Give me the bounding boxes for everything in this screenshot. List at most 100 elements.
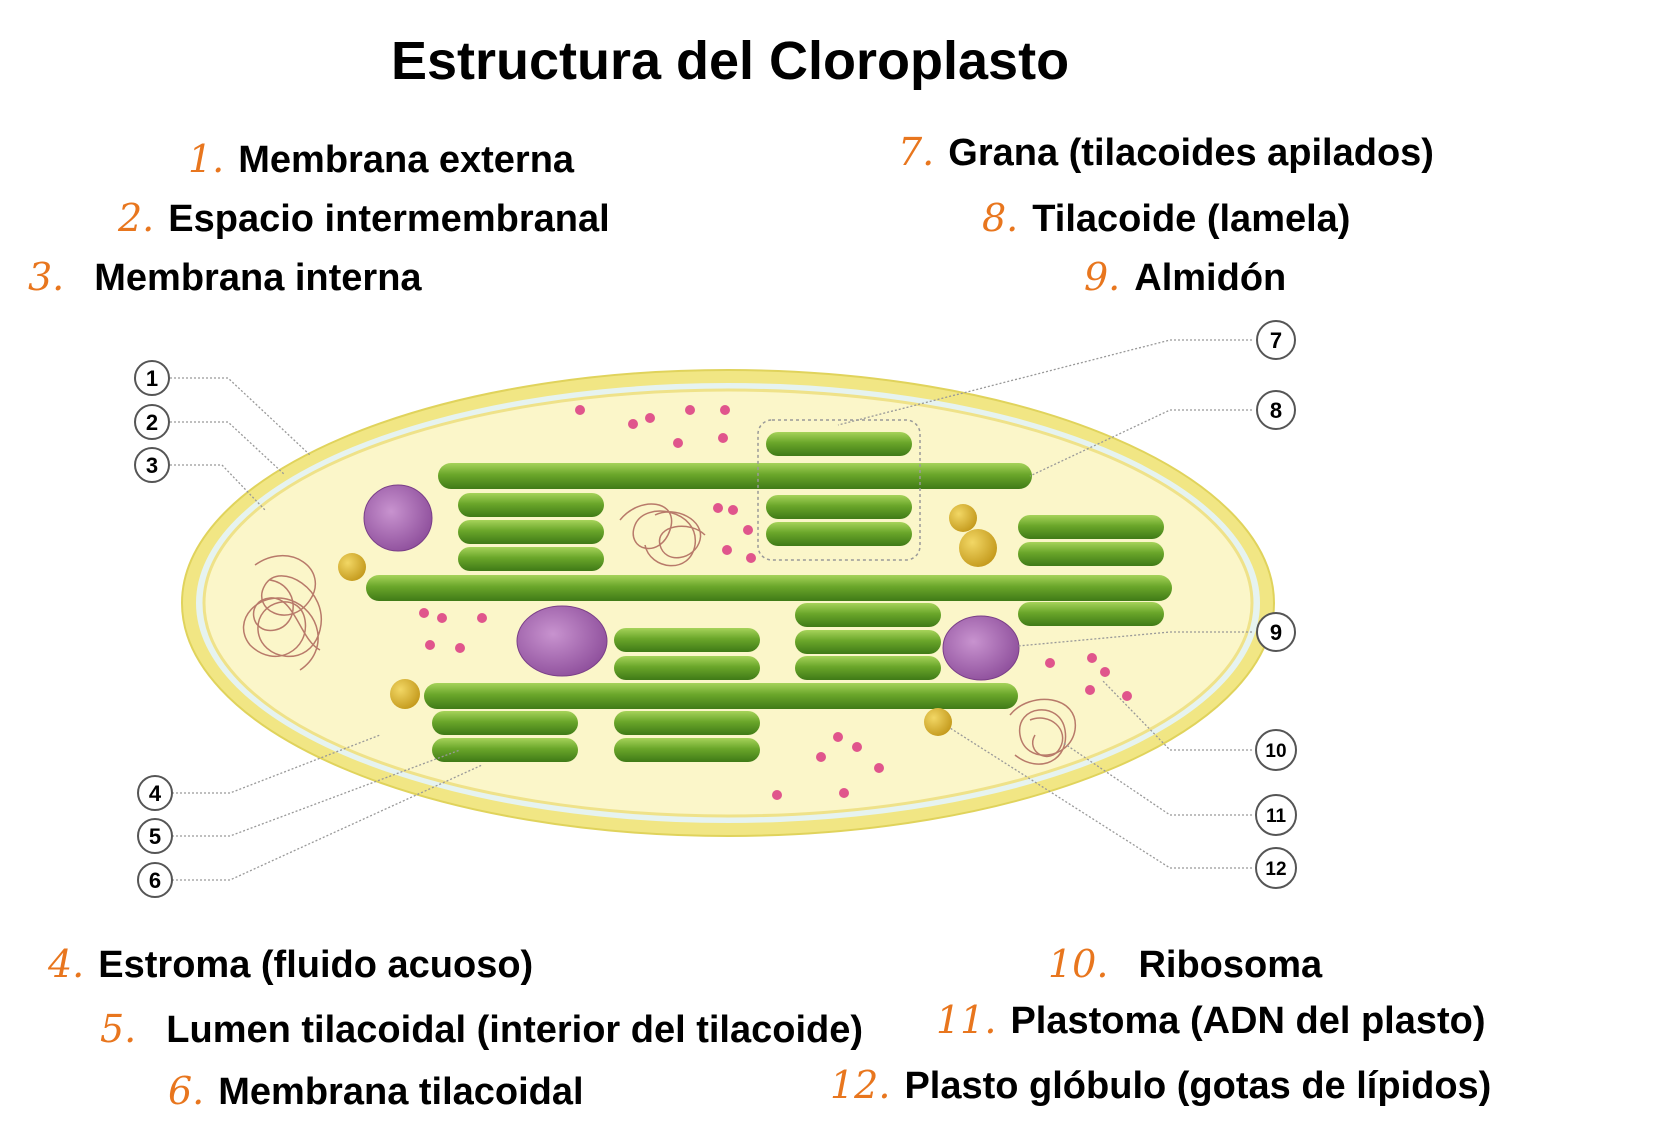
leader-line-6: [172, 764, 483, 881]
legend-number: 12.: [830, 1063, 891, 1107]
callout-4: 4: [137, 775, 173, 811]
legend-number: 2.: [118, 196, 155, 240]
ribosome: [455, 643, 465, 653]
plastoglobule: [924, 708, 952, 736]
thylakoid-disk: [766, 432, 912, 456]
callout-label: 11: [1266, 806, 1287, 827]
callout-5: 5: [137, 818, 173, 854]
starch-grain: [942, 615, 1020, 681]
callout-label: 9: [1270, 620, 1282, 645]
ribosome: [437, 613, 447, 623]
granum: [1018, 515, 1164, 626]
page-title: Estructura del Cloroplasto: [390, 31, 1070, 91]
ribosome: [685, 405, 695, 415]
thylakoid-disk: [766, 522, 912, 546]
ribosome: [628, 419, 638, 429]
ribosome: [746, 553, 756, 563]
ribosome: [1087, 653, 1097, 663]
thylakoid-disk: [458, 493, 604, 517]
thylakoid-disk: [614, 656, 760, 680]
thylakoid-disk: [795, 656, 941, 680]
plastome-strand: [253, 579, 321, 651]
granum: [432, 711, 578, 762]
ribosome: [419, 608, 429, 618]
ribosome: [722, 545, 732, 555]
legend-number: 3.: [28, 255, 65, 299]
leader-line-5: [172, 749, 461, 837]
ribosome: [839, 788, 849, 798]
callout-label: 3: [146, 453, 158, 478]
callout-label: 4: [149, 781, 162, 806]
ribosome: [852, 742, 862, 752]
ribosome: [743, 525, 753, 535]
thylakoid-disk: [614, 738, 760, 762]
ribosome: [425, 640, 435, 650]
plastome: [242, 503, 1076, 765]
legend-label: Plastoma (ADN del plasto): [1010, 1000, 1486, 1042]
thylakoid-disk: [1018, 602, 1164, 626]
granum-outline: [757, 419, 921, 561]
plastome-strand: [654, 511, 706, 559]
callout-label: 2: [146, 410, 158, 435]
legend-number: 4.: [48, 942, 85, 986]
callout-2: 2: [134, 404, 170, 440]
legend-item-6: 6. Membrana tilacoidal: [168, 1072, 584, 1111]
thylakoid-lamella: [424, 683, 1018, 709]
callout-label: 1: [146, 366, 158, 391]
plastome-strand: [1009, 698, 1076, 765]
ribosome: [575, 405, 585, 415]
thylakoid-disk: [458, 547, 604, 571]
legend-item-3: 3. Membrana interna: [28, 258, 422, 297]
plastome-strand: [1029, 717, 1064, 758]
starch-grain: [363, 484, 433, 552]
legend-item-2: 2. Espacio intermembranal: [118, 199, 610, 238]
legend-item-9: 9.Almidón: [1084, 258, 1286, 297]
legend-number: 6.: [168, 1069, 205, 1113]
leader-line-7: [837, 339, 1252, 426]
leader-lines: [170, 339, 1252, 881]
ribosome: [718, 433, 728, 443]
leader-line-1: [170, 377, 311, 456]
thylakoid-lamella: [366, 575, 1172, 601]
thylakoid-disk: [1018, 515, 1164, 539]
thylakoid-disk: [795, 630, 941, 654]
legend-item-8: 8.Tilacoide (lamela): [982, 199, 1350, 238]
granum: [614, 628, 760, 762]
leader-line-2: [170, 421, 286, 476]
legend-item-4: 4.Estroma (fluido acuoso): [48, 945, 533, 984]
callout-label: 12: [1265, 859, 1286, 880]
ribosome: [874, 763, 884, 773]
ribosome: [1045, 658, 1055, 668]
thylakoid-disk: [614, 628, 760, 652]
thylakoids: [366, 419, 1172, 762]
leader-line-9: [1017, 631, 1252, 647]
thylakoid-disk: [766, 495, 912, 519]
granum: [757, 419, 921, 561]
legend-label: Membrana tilacoidal: [218, 1071, 584, 1113]
callout-6: 6: [137, 862, 173, 898]
legend-label: Almidón: [1134, 257, 1287, 299]
callout-label: 6: [149, 868, 161, 893]
ribosome: [728, 505, 738, 515]
starch-grains: [363, 484, 1020, 681]
legend-item-10: 10. Ribosoma: [1048, 945, 1322, 984]
callout-7: 7: [1256, 320, 1296, 360]
legend-label: Espacio intermembranal: [168, 198, 610, 240]
legend-label: Lumen tilacoidal (interior del tilacoide…: [166, 1009, 864, 1051]
plastoglobule: [390, 679, 420, 709]
legend-label: Membrana interna: [94, 257, 422, 299]
callout-9: 9: [1256, 612, 1296, 652]
callout-1: 1: [134, 360, 170, 396]
thylakoid-lamella: [438, 463, 1032, 489]
ribosome: [1122, 691, 1132, 701]
legend-label: Ribosoma: [1138, 944, 1323, 986]
legend-number: 10.: [1048, 942, 1109, 986]
legend-number: 11.: [936, 998, 997, 1042]
legend-label: Plasto glóbulo (gotas de lípidos): [904, 1065, 1492, 1107]
ribosome: [1100, 667, 1110, 677]
callout-12: 12: [1255, 847, 1297, 889]
granum: [458, 493, 604, 571]
leader-line-8: [1029, 409, 1252, 477]
callout-11: 11: [1255, 794, 1297, 836]
